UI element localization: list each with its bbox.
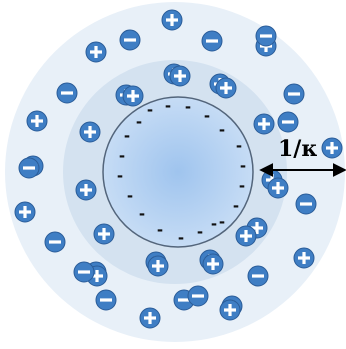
surface-charge: - bbox=[239, 177, 245, 195]
positive-ion bbox=[75, 179, 97, 201]
positive-ion bbox=[321, 137, 343, 159]
positive-ion bbox=[85, 41, 107, 63]
surface-charge: - bbox=[139, 205, 145, 223]
surface-charge: - bbox=[211, 215, 217, 233]
surface-charge: - bbox=[219, 121, 225, 139]
positive-ion bbox=[147, 255, 169, 277]
surface-charge: - bbox=[185, 98, 191, 116]
negative-ion bbox=[283, 83, 305, 105]
negative-ion bbox=[44, 231, 66, 253]
positive-ion bbox=[26, 110, 48, 132]
surface-charge: - bbox=[178, 229, 184, 247]
negative-ion bbox=[247, 265, 269, 287]
surface-charge: - bbox=[136, 113, 142, 131]
positive-ion bbox=[93, 223, 115, 245]
positive-ion bbox=[79, 121, 101, 143]
negative-ion bbox=[18, 157, 40, 179]
positive-ion bbox=[219, 299, 241, 321]
positive-ion bbox=[293, 247, 315, 269]
positive-ion bbox=[169, 65, 191, 87]
positive-ion bbox=[215, 77, 237, 99]
surface-charge: - bbox=[165, 97, 171, 115]
surface-charge: - bbox=[117, 167, 123, 185]
negative-ion bbox=[95, 289, 117, 311]
negative-ion bbox=[187, 285, 209, 307]
positive-ion bbox=[122, 85, 144, 107]
surface-charge: - bbox=[119, 147, 125, 165]
positive-ion bbox=[139, 307, 161, 329]
surface-charge: - bbox=[157, 221, 163, 239]
negative-ion bbox=[277, 111, 299, 133]
positive-ion bbox=[161, 9, 183, 31]
negative-ion bbox=[255, 25, 277, 47]
negative-ion bbox=[73, 261, 95, 283]
positive-ion bbox=[14, 201, 36, 223]
positive-ion bbox=[235, 225, 257, 247]
negative-ion bbox=[295, 193, 317, 215]
surface-charge: - bbox=[127, 187, 133, 205]
charged-particle bbox=[102, 96, 254, 248]
surface-charge: - bbox=[204, 107, 210, 125]
debye-length-label: 1/κ bbox=[278, 136, 318, 162]
surface-charge: - bbox=[236, 137, 242, 155]
negative-ion bbox=[201, 30, 223, 52]
surface-charge: - bbox=[219, 213, 225, 231]
ions bbox=[14, 9, 343, 329]
surface-charge: - bbox=[233, 197, 239, 215]
positive-ion bbox=[267, 177, 289, 199]
surface-charge: - bbox=[147, 101, 153, 119]
surface-charge: - bbox=[197, 223, 203, 241]
positive-ion bbox=[202, 253, 224, 275]
surface-charge: - bbox=[124, 127, 130, 145]
positive-ion bbox=[253, 113, 275, 135]
surface-charge: - bbox=[240, 157, 246, 175]
surface-charges: -------------------- bbox=[117, 97, 246, 247]
negative-ion bbox=[56, 82, 78, 104]
negative-ion bbox=[119, 29, 141, 51]
